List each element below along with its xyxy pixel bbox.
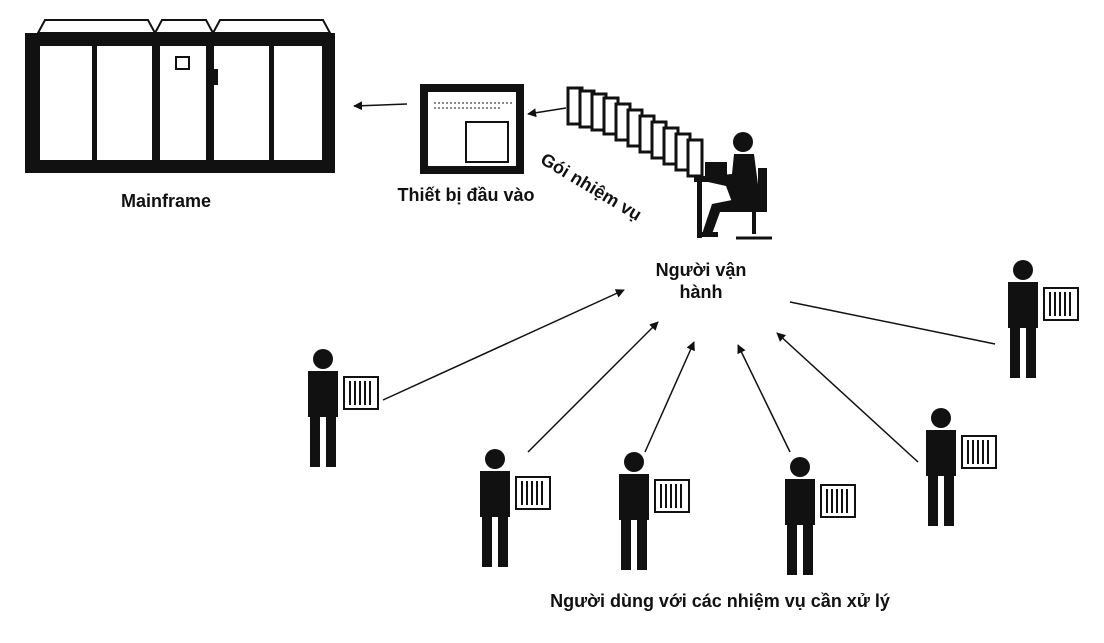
arrow-user-to-operator [382, 289, 625, 401]
arrow-user-to-operator [644, 341, 695, 453]
arrow-input-to-mainframe [353, 101, 408, 111]
job-packets-icon [566, 86, 704, 178]
operator-label: Người vận hành [655, 260, 747, 302]
arrow-jobs-to-input [527, 107, 567, 118]
user-icon [479, 448, 551, 568]
input-device-label: Thiết bị đầu vào [397, 185, 535, 205]
mainframe-icon [25, 19, 335, 173]
arrow-user-to-operator [776, 332, 919, 463]
arrow-user-to-operator [527, 321, 659, 453]
users-label: Người dùng với các nhiệm vụ cần xử lý [550, 591, 890, 611]
operator-icon [694, 132, 772, 240]
input-device-icon [420, 84, 524, 174]
mainframe-label: Mainframe [120, 191, 212, 211]
user-icon [1007, 259, 1079, 379]
user-icon [307, 348, 379, 468]
connector-user-to-operator [789, 301, 996, 345]
arrow-user-to-operator [737, 344, 791, 453]
user-icon [925, 407, 997, 527]
user-icon [784, 456, 856, 576]
user-icon [618, 451, 690, 571]
